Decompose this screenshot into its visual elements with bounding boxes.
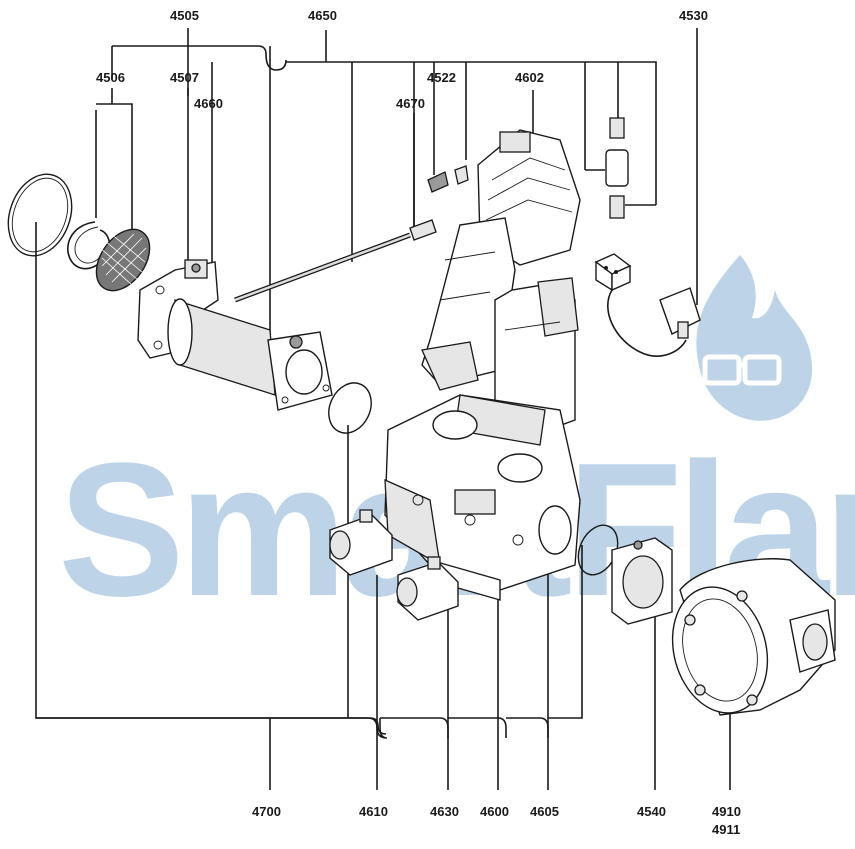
label-4911: 4911 <box>712 822 740 837</box>
label-4610: 4610 <box>359 804 388 819</box>
filter-housing <box>137 259 333 411</box>
label-4910: 4910 <box>712 804 741 819</box>
label-4522: 4522 <box>427 70 456 85</box>
label-4602: 4602 <box>515 70 544 85</box>
label-4505: 4505 <box>170 8 199 23</box>
label-4700: 4700 <box>252 804 281 819</box>
pressure-fittings <box>605 117 629 219</box>
valve-body <box>384 394 581 601</box>
large-housing-4910 <box>671 558 836 716</box>
label-4605: 4605 <box>530 804 559 819</box>
label-4600: 4600 <box>480 804 509 819</box>
actuator-upper <box>421 217 516 391</box>
label-4506: 4506 <box>96 70 125 85</box>
label-4670: 4670 <box>396 96 425 111</box>
long-rod <box>234 219 437 303</box>
actuator-lower <box>494 277 579 441</box>
pressure-switch-4610 <box>329 509 393 576</box>
flame-logo-icon <box>696 255 813 421</box>
label-4630: 4630 <box>430 804 459 819</box>
leader-lines <box>35 28 731 790</box>
label-4660: 4660 <box>194 96 223 111</box>
label-4530: 4530 <box>679 8 708 23</box>
mesh-filter <box>95 228 151 292</box>
middle-o-ring <box>328 382 372 434</box>
plug-connector <box>594 253 701 357</box>
label-4650: 4650 <box>308 8 337 23</box>
label-4507: 4507 <box>170 70 199 85</box>
large-o-ring <box>7 173 73 257</box>
label-4540: 4540 <box>637 804 666 819</box>
part-number-labels: 4505 4650 4530 4506 4507 4660 4522 4602 … <box>96 8 741 837</box>
small-fittings <box>427 165 469 193</box>
sensor-flange-4540 <box>611 537 673 625</box>
pressure-switch-4630 <box>396 556 459 621</box>
